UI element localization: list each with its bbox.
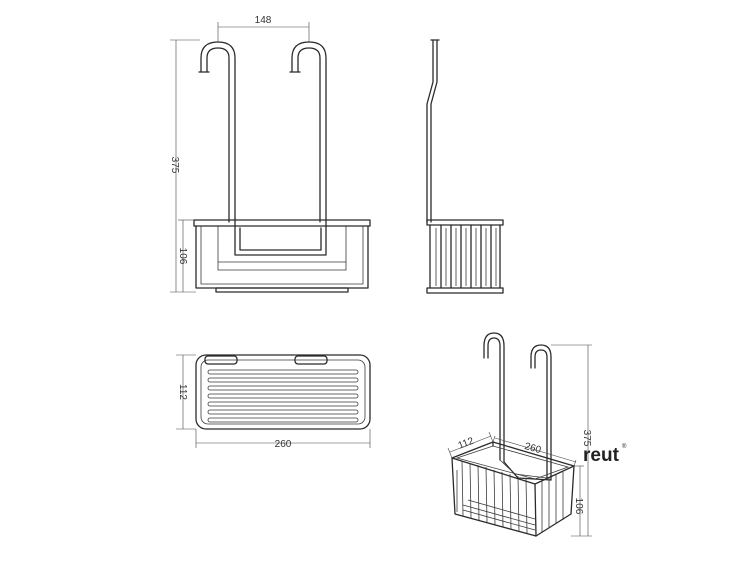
top-basket-bars bbox=[207, 369, 359, 423]
iso-dim-basket-height: 106 bbox=[573, 498, 584, 515]
front-dim-total-height: 375 bbox=[169, 157, 180, 174]
top-left-hook-slot bbox=[204, 355, 238, 365]
iso-basket-bars bbox=[456, 460, 564, 534]
front-basket-rim bbox=[193, 219, 371, 227]
side-basket-rim bbox=[426, 219, 504, 226]
iso-right-hook bbox=[530, 344, 552, 481]
front-basket-body bbox=[195, 225, 369, 289]
front-dim-basket-height: 106 bbox=[177, 248, 188, 265]
top-dim-depth: 112 bbox=[177, 384, 188, 400]
iso-dim-total-height: 375 bbox=[581, 430, 592, 447]
top-dim-width: 260 bbox=[275, 439, 292, 450]
iso-dim-depth: 112 bbox=[457, 436, 476, 452]
side-basket-bars bbox=[429, 224, 501, 289]
front-dim-hook-spacing: 148 bbox=[255, 15, 272, 26]
brand-registered-mark: ® bbox=[622, 443, 627, 450]
brand-logo: reut ® bbox=[583, 443, 627, 466]
top-basket-outline bbox=[195, 354, 371, 430]
top-view: 112 260 bbox=[176, 354, 371, 450]
iso-dim-width: 260 bbox=[523, 441, 542, 456]
front-left-hook bbox=[200, 41, 236, 223]
iso-left-hook bbox=[483, 332, 505, 463]
front-right-hook bbox=[291, 41, 327, 223]
iso-view: 112 260 375 106 bbox=[447, 332, 592, 537]
brand-name: reut bbox=[583, 445, 620, 466]
top-right-hook-slot bbox=[294, 355, 328, 365]
iso-basket-body bbox=[451, 457, 537, 537]
side-hook bbox=[426, 39, 434, 223]
side-view bbox=[426, 39, 504, 294]
front-view: 148 375 106 bbox=[169, 15, 371, 293]
